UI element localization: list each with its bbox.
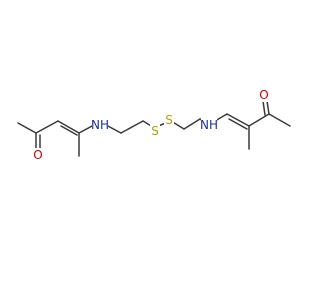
n-right-bg (201, 118, 217, 132)
atom-o-left: O (33, 148, 42, 162)
bond-c7-c8 (183, 118, 201, 130)
bond-c11-o-right-b (262, 100, 266, 116)
s-right-bg (164, 113, 174, 127)
atom-s-right: S (165, 113, 173, 127)
bond-c9-c10-b (228, 118, 248, 130)
atom-nh-right: NH (200, 118, 218, 132)
bond-c11-o-right-a (266, 100, 270, 115)
atom-s-left: S (151, 124, 159, 138)
structure-diagram: O NH S S NH O (17, 88, 291, 162)
bond-c2-c3 (35, 120, 59, 134)
bond-c3-c4-a (57, 120, 80, 134)
bond-c4-n-left (78, 124, 95, 134)
bond-c11-c12 (268, 113, 291, 127)
o-right-bg (257, 88, 271, 102)
atom-label-layer: O NH S S NH O (31, 88, 271, 162)
bond-c5-c6 (120, 120, 144, 134)
s-left-bg (150, 124, 160, 138)
atom-o-right: O (259, 88, 268, 102)
molecule-canvas: O NH S S NH O (17, 88, 291, 162)
bond-c10-c11 (248, 113, 270, 127)
bond-c1-c2 (17, 122, 37, 134)
bond-c9-c10-a (226, 113, 250, 127)
bond-c3-c4-b (60, 125, 78, 136)
atom-nh-left: NH (91, 118, 109, 132)
o-left-bg (31, 148, 45, 162)
bond-n-left-c5 (105, 124, 122, 134)
n-left-bg (92, 118, 108, 132)
